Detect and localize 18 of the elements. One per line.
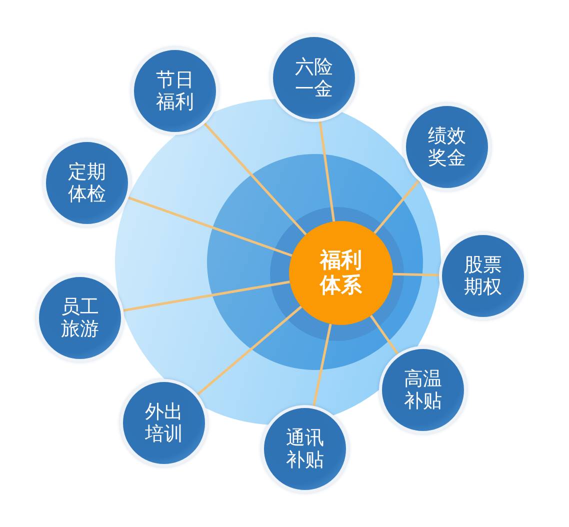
benefit-label: 定期体检 [68,160,106,206]
connector-line [370,314,399,355]
connector-line [204,122,307,236]
connector-line [196,306,302,396]
benefit-label: 外出培训 [144,400,184,446]
benefit-label: 高温补贴 [404,368,442,412]
connector-line [374,180,420,234]
connector-line [128,196,292,257]
connector-line [123,280,290,312]
benefit-label: 节日福利 [156,68,194,114]
benefit-label: 员工旅游 [60,296,100,340]
benefit-label: 六险一金 [294,56,334,100]
benefit-label: 通讯补贴 [286,426,324,472]
benefit-label: 绩效奖金 [428,124,466,170]
connector-line [312,324,332,406]
connector-line [318,121,336,222]
benefit-label: 股票期权 [464,254,502,298]
center-label: 福利体系 [319,248,363,298]
